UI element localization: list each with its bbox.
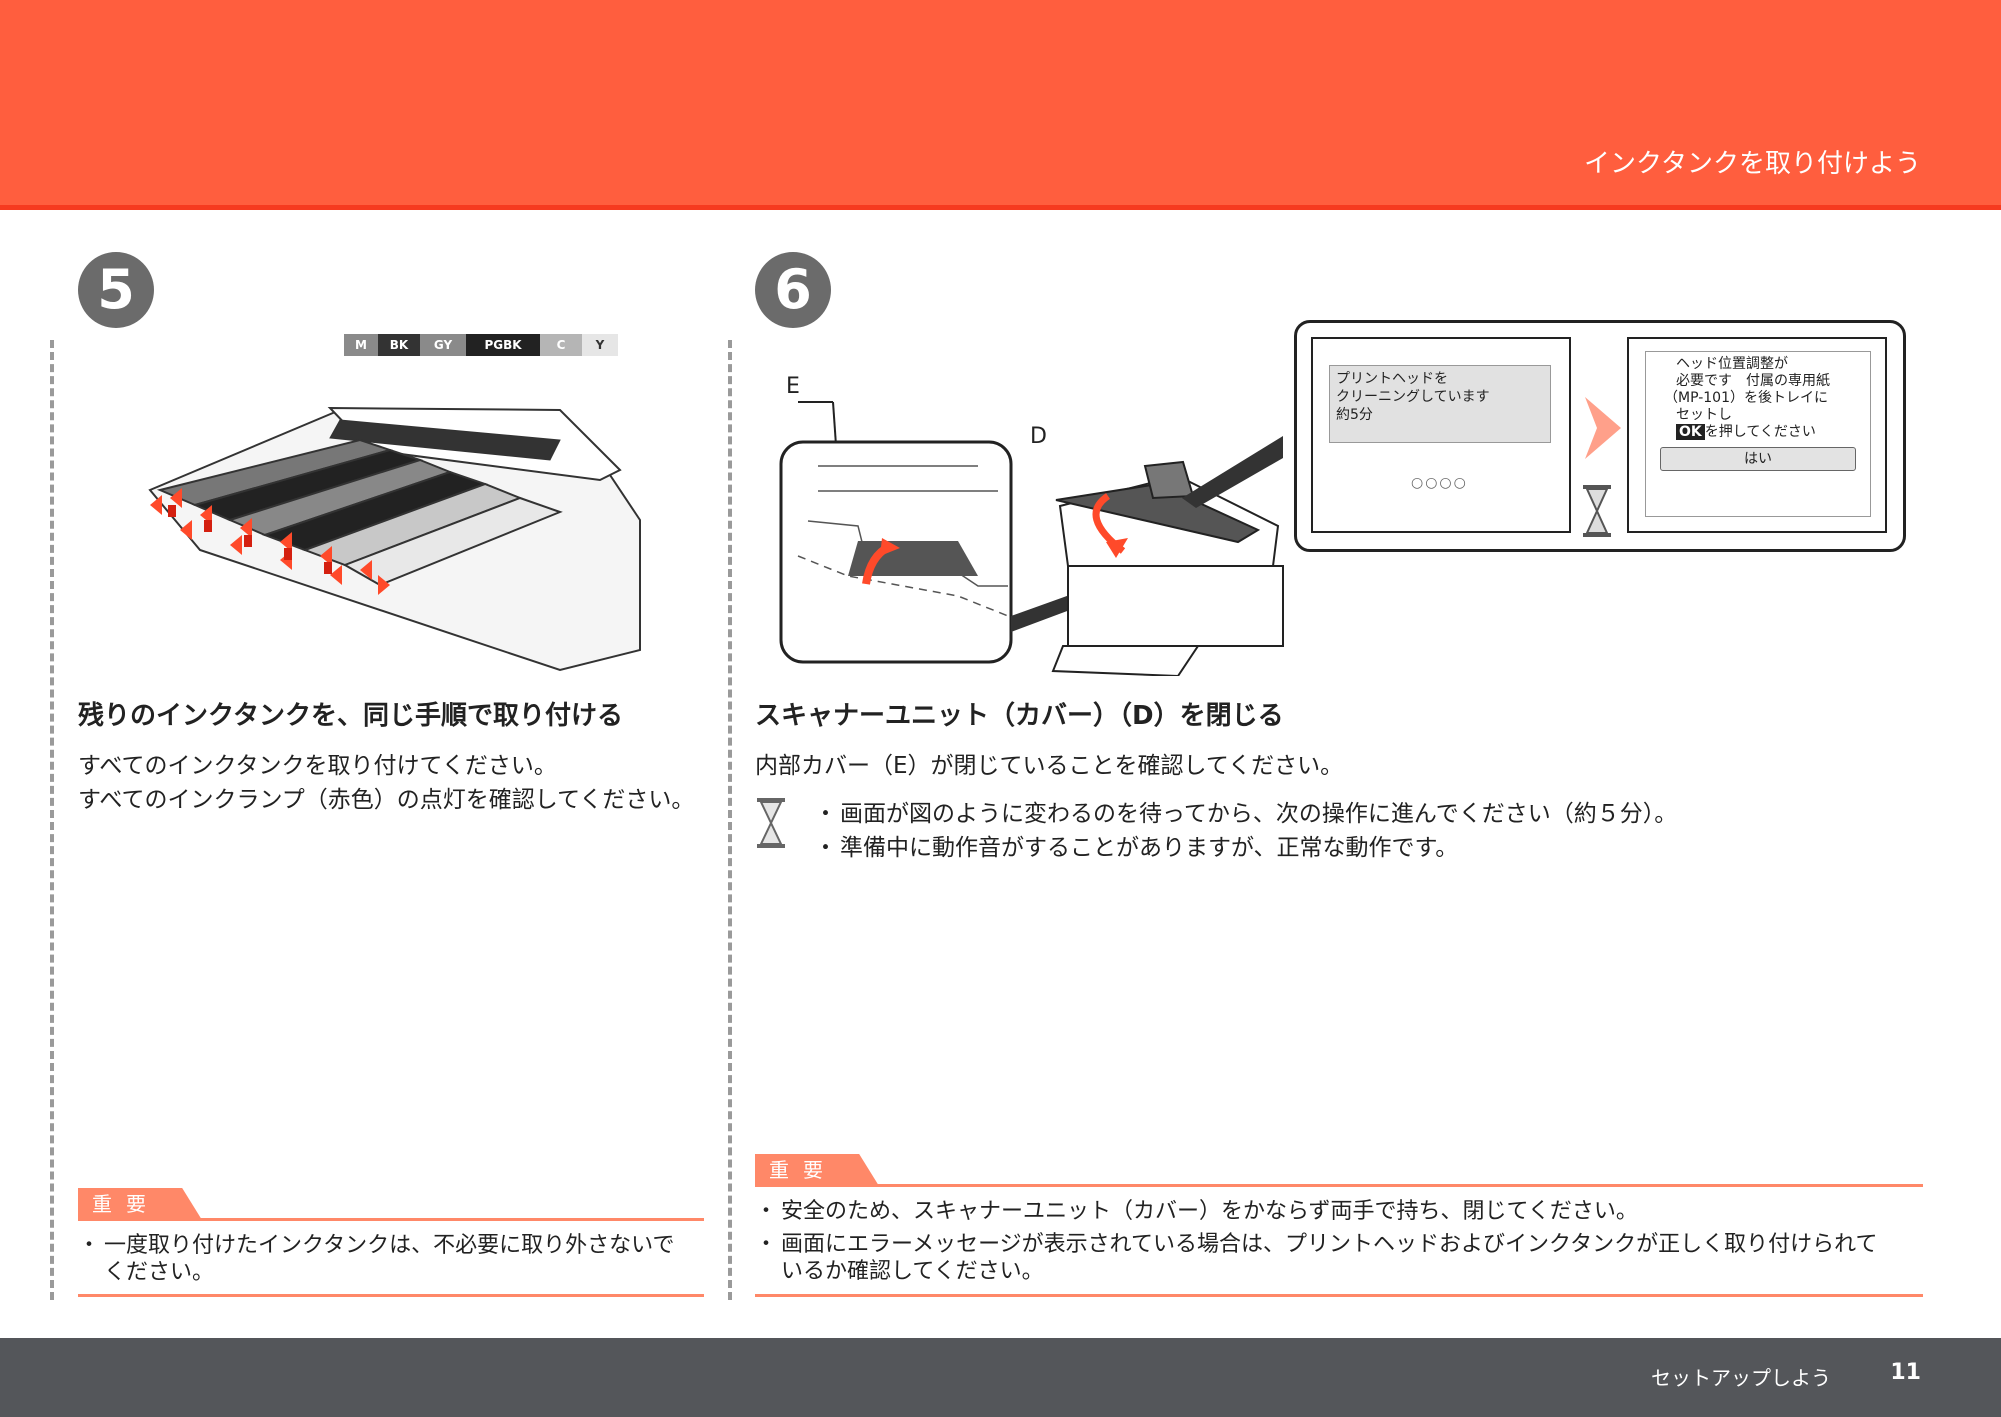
- ink-label-gy: GY: [420, 334, 466, 356]
- lcd-screen-2-line2: 必要です 付属の専用紙: [1676, 373, 1830, 389]
- step-6-body: 内部カバー（E）が閉じていることを確認してください。: [755, 753, 1344, 779]
- lcd-screen-1-line2: クリーニングしています: [1336, 389, 1490, 405]
- step-5-important-rule: [78, 1218, 704, 1221]
- lcd-screen-2-line4: セットし: [1676, 407, 1732, 423]
- next-arrow-icon: [1585, 397, 1621, 459]
- step-5-important-tag: 重要: [78, 1188, 202, 1220]
- step-5-important-note: ・一度取り付けたインクタンクは、不必要に取り外さないで ください。: [78, 1232, 704, 1286]
- step-6-important-bottom-rule: [755, 1294, 1923, 1297]
- header-title: インクタンクを取り付けよう: [1584, 149, 1921, 179]
- step-5-body-line2: すべてのインクランプ（赤色）の点灯を確認してください。: [78, 787, 695, 813]
- wait-note-1: ・画面が図のように変わるのを待ってから、次の操作に進んでください（約５分）。: [814, 801, 1678, 827]
- center-dashed-divider: [728, 340, 732, 1300]
- ink-label-y: Y: [582, 334, 618, 356]
- page-header: インクタンクを取り付けよう: [0, 0, 2001, 210]
- page-number: 11: [1890, 1360, 1921, 1385]
- step-6-title: スキャナーユニット（カバー）（D）を閉じる: [755, 701, 1284, 731]
- yes-button[interactable]: はい: [1660, 447, 1856, 471]
- step-6-important-rule: [755, 1184, 1923, 1187]
- ink-label-m: M: [344, 334, 378, 356]
- wait-note-2: ・準備中に動作音がすることがありますが、正常な動作です。: [814, 835, 1459, 861]
- step-5-body-line1: すべてのインクタンクを取り付けてください。: [78, 753, 557, 779]
- print-head-illustration: [148, 406, 641, 672]
- label-e: E: [786, 374, 800, 399]
- step-6-important-1: 安全のため、スキャナーユニット（カバー）をかならず両手で持ち、閉じてください。: [781, 1199, 1638, 1224]
- step-5-important-line2: ください。: [104, 1260, 215, 1285]
- step-6-important-2-line2: いるか確認してください。: [781, 1259, 1044, 1284]
- ink-label-bk: BK: [378, 334, 420, 356]
- step-6-important-tag: 重要: [755, 1154, 879, 1186]
- lcd-screen-1-message: プリントヘッドを クリーニングしています 約5分: [1329, 365, 1551, 443]
- lcd-screen-1-line1: プリントヘッドを: [1336, 371, 1448, 387]
- printer-illustration: [779, 401, 1284, 676]
- lcd-screen-2-line3: （MP-101）を後トレイに: [1664, 390, 1828, 406]
- wait-note-1-text: 画面が図のように変わるのを待ってから、次の操作に進んでください（約５分）。: [840, 801, 1678, 827]
- footer-section-label: セットアップしよう: [1651, 1366, 1831, 1390]
- lcd-screen-2: ヘッド位置調整が 必要です 付属の専用紙 （MP-101）を後トレイに セットし…: [1627, 337, 1887, 533]
- step-6-important-notes: ・安全のため、スキャナーユニット（カバー）をかならず両手で持ち、閉じてください。…: [755, 1198, 1923, 1285]
- step-6-number: 6: [755, 252, 831, 328]
- ok-key-icon: OK: [1676, 424, 1705, 440]
- wait-note-2-text: 準備中に動作音がすることがありますが、正常な動作です。: [840, 835, 1459, 861]
- lcd-screen-2-line5: を押してください: [1704, 424, 1816, 440]
- hourglass-icon: [1583, 485, 1611, 537]
- page-footer: セットアップしよう 11: [0, 1338, 2001, 1417]
- wait-hourglass-icon: [757, 798, 785, 848]
- lcd-screens-panel: プリントヘッドを クリーニングしています 約5分 ○○○○ ヘッド位置調整が 必…: [1294, 320, 1906, 552]
- step-5-important-bottom-rule: [78, 1294, 704, 1297]
- step-5-important-line1: 一度取り付けたインクタンクは、不必要に取り外さないで: [104, 1233, 675, 1258]
- ink-color-strip: M BK GY PGBK C Y: [344, 334, 618, 356]
- progress-dots-icon: ○○○○: [1411, 475, 1468, 491]
- ink-label-pgbk: PGBK: [466, 334, 540, 356]
- step-6-important-2-line1: 画面にエラーメッセージが表示されている場合は、プリントヘッドおよびインクタンクが…: [781, 1232, 1878, 1257]
- left-dashed-divider: [50, 340, 54, 1300]
- label-d: D: [1030, 424, 1047, 449]
- ink-label-c: C: [540, 334, 582, 356]
- step-5-title: 残りのインクタンクを、同じ手順で取り付ける: [78, 701, 623, 731]
- lcd-screen-2-line1: ヘッド位置調整が: [1676, 356, 1788, 372]
- lcd-screen-1-line3: 約5分: [1336, 407, 1373, 423]
- step-5-number: 5: [78, 252, 154, 328]
- lcd-screen-2-message: ヘッド位置調整が 必要です 付属の専用紙 （MP-101）を後トレイに セットし…: [1645, 351, 1871, 517]
- lcd-screen-1: プリントヘッドを クリーニングしています 約5分 ○○○○: [1311, 337, 1571, 533]
